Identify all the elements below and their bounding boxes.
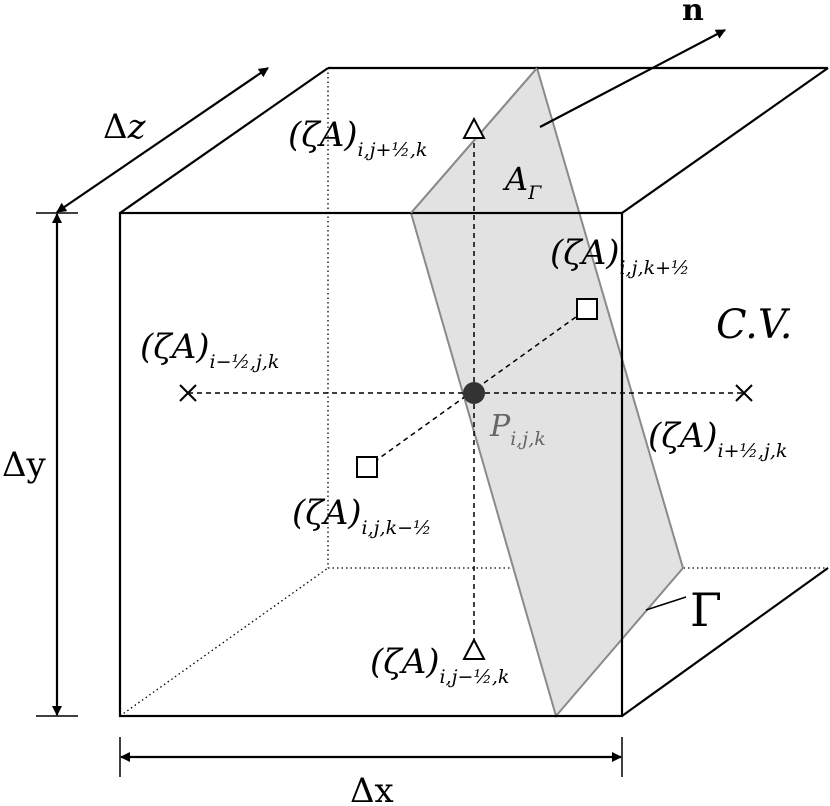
dy-label: Δy: [2, 445, 47, 485]
normal-vector-label: n: [682, 0, 704, 28]
cross-marker-left: [179, 384, 197, 402]
dx-label: Δx: [350, 771, 394, 806]
flux-label-top: (ζA)i,j+½,k: [288, 115, 427, 161]
square-marker-back: [576, 298, 598, 320]
cube-front-face: [118, 211, 624, 718]
interface-label: Γ: [690, 583, 722, 637]
flux-label-left: (ζA)i−½,j,k: [140, 327, 279, 373]
stencil-markers: [179, 116, 753, 660]
flux-label-back: (ζA)i,j,k+½: [550, 233, 689, 279]
flux-label-front: (ζA)i,j,k−½: [292, 493, 431, 539]
triangle-marker-bottom: [462, 637, 486, 660]
dz-arrow: [56, 67, 269, 213]
cell-center-label: Pi,j,k: [489, 409, 546, 450]
flux-label-right: (ζA)i+½,j,k: [648, 416, 787, 462]
flux-label-bottom: (ζA)i,j−½,k: [370, 642, 509, 688]
dimension-arrows: [36, 67, 623, 777]
normal-vector-arrow: [539, 29, 726, 128]
square-marker-front: [356, 456, 378, 478]
dz-label: Δz: [103, 107, 147, 147]
cube-hidden-edges: [119, 68, 828, 717]
cube-edge-bottom-right: [621, 567, 829, 717]
hidden-edge-depth: [119, 567, 329, 717]
cross-marker-right: [735, 384, 753, 402]
triangle-marker-top: [462, 116, 486, 139]
interface-leader-line: [645, 596, 687, 611]
cube-edge-top-right: [621, 67, 829, 214]
interface-plane-edge: [410, 67, 538, 214]
interface-area-label: AΓ: [502, 160, 542, 204]
control-volume-label: C.V.: [716, 302, 793, 348]
cell-center-point: [463, 382, 485, 404]
